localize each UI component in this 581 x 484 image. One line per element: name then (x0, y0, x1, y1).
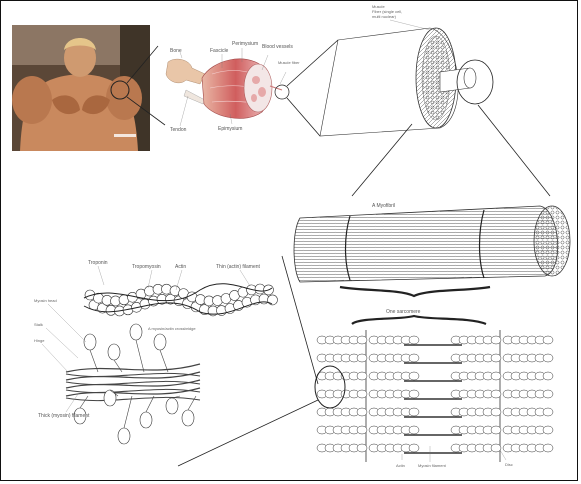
sarcomere-bead (409, 426, 419, 434)
sarcomere-bead (543, 444, 553, 452)
label-stalk: Stalk (34, 322, 43, 327)
sarcomere-bead (409, 354, 419, 362)
label-fascicle: Fascicle (210, 48, 229, 54)
sarcomere-bead (357, 408, 367, 416)
myosin-neck (80, 396, 88, 408)
muscle-structure-diagram: Bone Fascicle Perimysium Blood vessels M… (166, 41, 300, 133)
label-actin-top: Actin (175, 264, 186, 270)
label-thin-filament: Thin (actin) filament (216, 264, 261, 270)
myosin-head (104, 390, 116, 406)
myofibril-diagram: A Myofibril (294, 203, 570, 282)
sarcomere-bead (543, 372, 553, 380)
sarcomere-bead (491, 336, 501, 344)
brace-sarcomere (352, 316, 486, 324)
label-bone: Bone (170, 48, 182, 54)
sarcomere-bead (357, 354, 367, 362)
label-fiber-line3: multi nuclear) (372, 14, 397, 19)
sarcomere-bead (409, 444, 419, 452)
bodybuilder-photo (12, 25, 150, 151)
label-myosin-filament: Myosin filament (418, 463, 447, 468)
sarcomere-bead (409, 336, 419, 344)
label-hinge: Hinge (34, 338, 45, 343)
label-perimysium: Perimysium (232, 41, 258, 47)
zoom-line (287, 98, 320, 136)
sarcomere-diagram: One sarcomere Actin Myosin filament Disc (315, 309, 553, 468)
myosin-head (130, 324, 142, 340)
myosin-head (118, 428, 130, 444)
sarcomere-filaments (317, 336, 553, 453)
sarcomere-bead (409, 372, 419, 380)
sarcomere-bead (543, 426, 553, 434)
sarcomere-bead (409, 408, 419, 416)
sarcomere-bead (491, 390, 501, 398)
sarcomere-bead (491, 354, 501, 362)
brace-myofibril (340, 287, 490, 296)
myosin-neck (136, 340, 144, 372)
label-muscle-fiber: Muscle fiber (278, 60, 300, 65)
sarcomere-bead (357, 336, 367, 344)
zoom-line (178, 400, 318, 466)
myosin-head (140, 412, 152, 428)
sarcomere-bead (491, 408, 501, 416)
myosin-strands (66, 364, 200, 401)
sarcomere-bead (543, 354, 553, 362)
myosin-neck (160, 350, 168, 372)
label-binding-site: A myosin/actin crossbridge (148, 326, 196, 331)
myosin-neck (124, 396, 132, 428)
zoom-line (352, 124, 412, 196)
label-actin-bottom: Actin (396, 463, 405, 468)
label-myosin-head: Myosin head (34, 298, 57, 303)
sarcomere-bead (357, 444, 367, 452)
myosin-head (182, 410, 194, 426)
sarcomere-bead (543, 336, 553, 344)
label-tendon: Tendon (170, 127, 187, 133)
sarcomere-bead (491, 426, 501, 434)
sarcomere-bead (491, 372, 501, 380)
thin-filament-diagram: Troponin Tropomyosin Actin Thin (actin) … (84, 260, 278, 331)
myosin-head (108, 344, 120, 360)
sarcomere-bead (409, 390, 419, 398)
actin-bead (268, 295, 278, 305)
thick-filament-diagram: Myosin head Stalk Hinge Thick (myosin) f… (34, 298, 200, 444)
label-troponin: Troponin (88, 260, 108, 266)
sarcomere-bead (543, 408, 553, 416)
label-tropomyosin: Tropomyosin (132, 264, 161, 270)
sarcomere-bead (491, 444, 501, 452)
myosin-strand (66, 364, 200, 372)
label-myofibril: A Myofibril (372, 203, 395, 209)
sarcomere-bead (357, 426, 367, 434)
label-z-disc: Disc (505, 462, 513, 467)
label-blood-vessels: Blood vessels (262, 44, 293, 50)
label-thick-filament: Thick (myosin) filament (38, 413, 90, 419)
sarcomere-bead (357, 372, 367, 380)
myosin-head (166, 398, 178, 414)
label-one-sarcomere: One sarcomere (386, 309, 421, 315)
muscle-fiber-detail: Muscle Fiber (single cell, multi nuclear… (320, 4, 493, 136)
sarcomere-bead (543, 390, 553, 398)
sarcomere-bead (357, 390, 367, 398)
myosin-head (154, 334, 166, 350)
zoom-line (478, 105, 550, 196)
label-epimysium: Epimysium (218, 126, 242, 132)
myosin-neck (114, 360, 122, 372)
